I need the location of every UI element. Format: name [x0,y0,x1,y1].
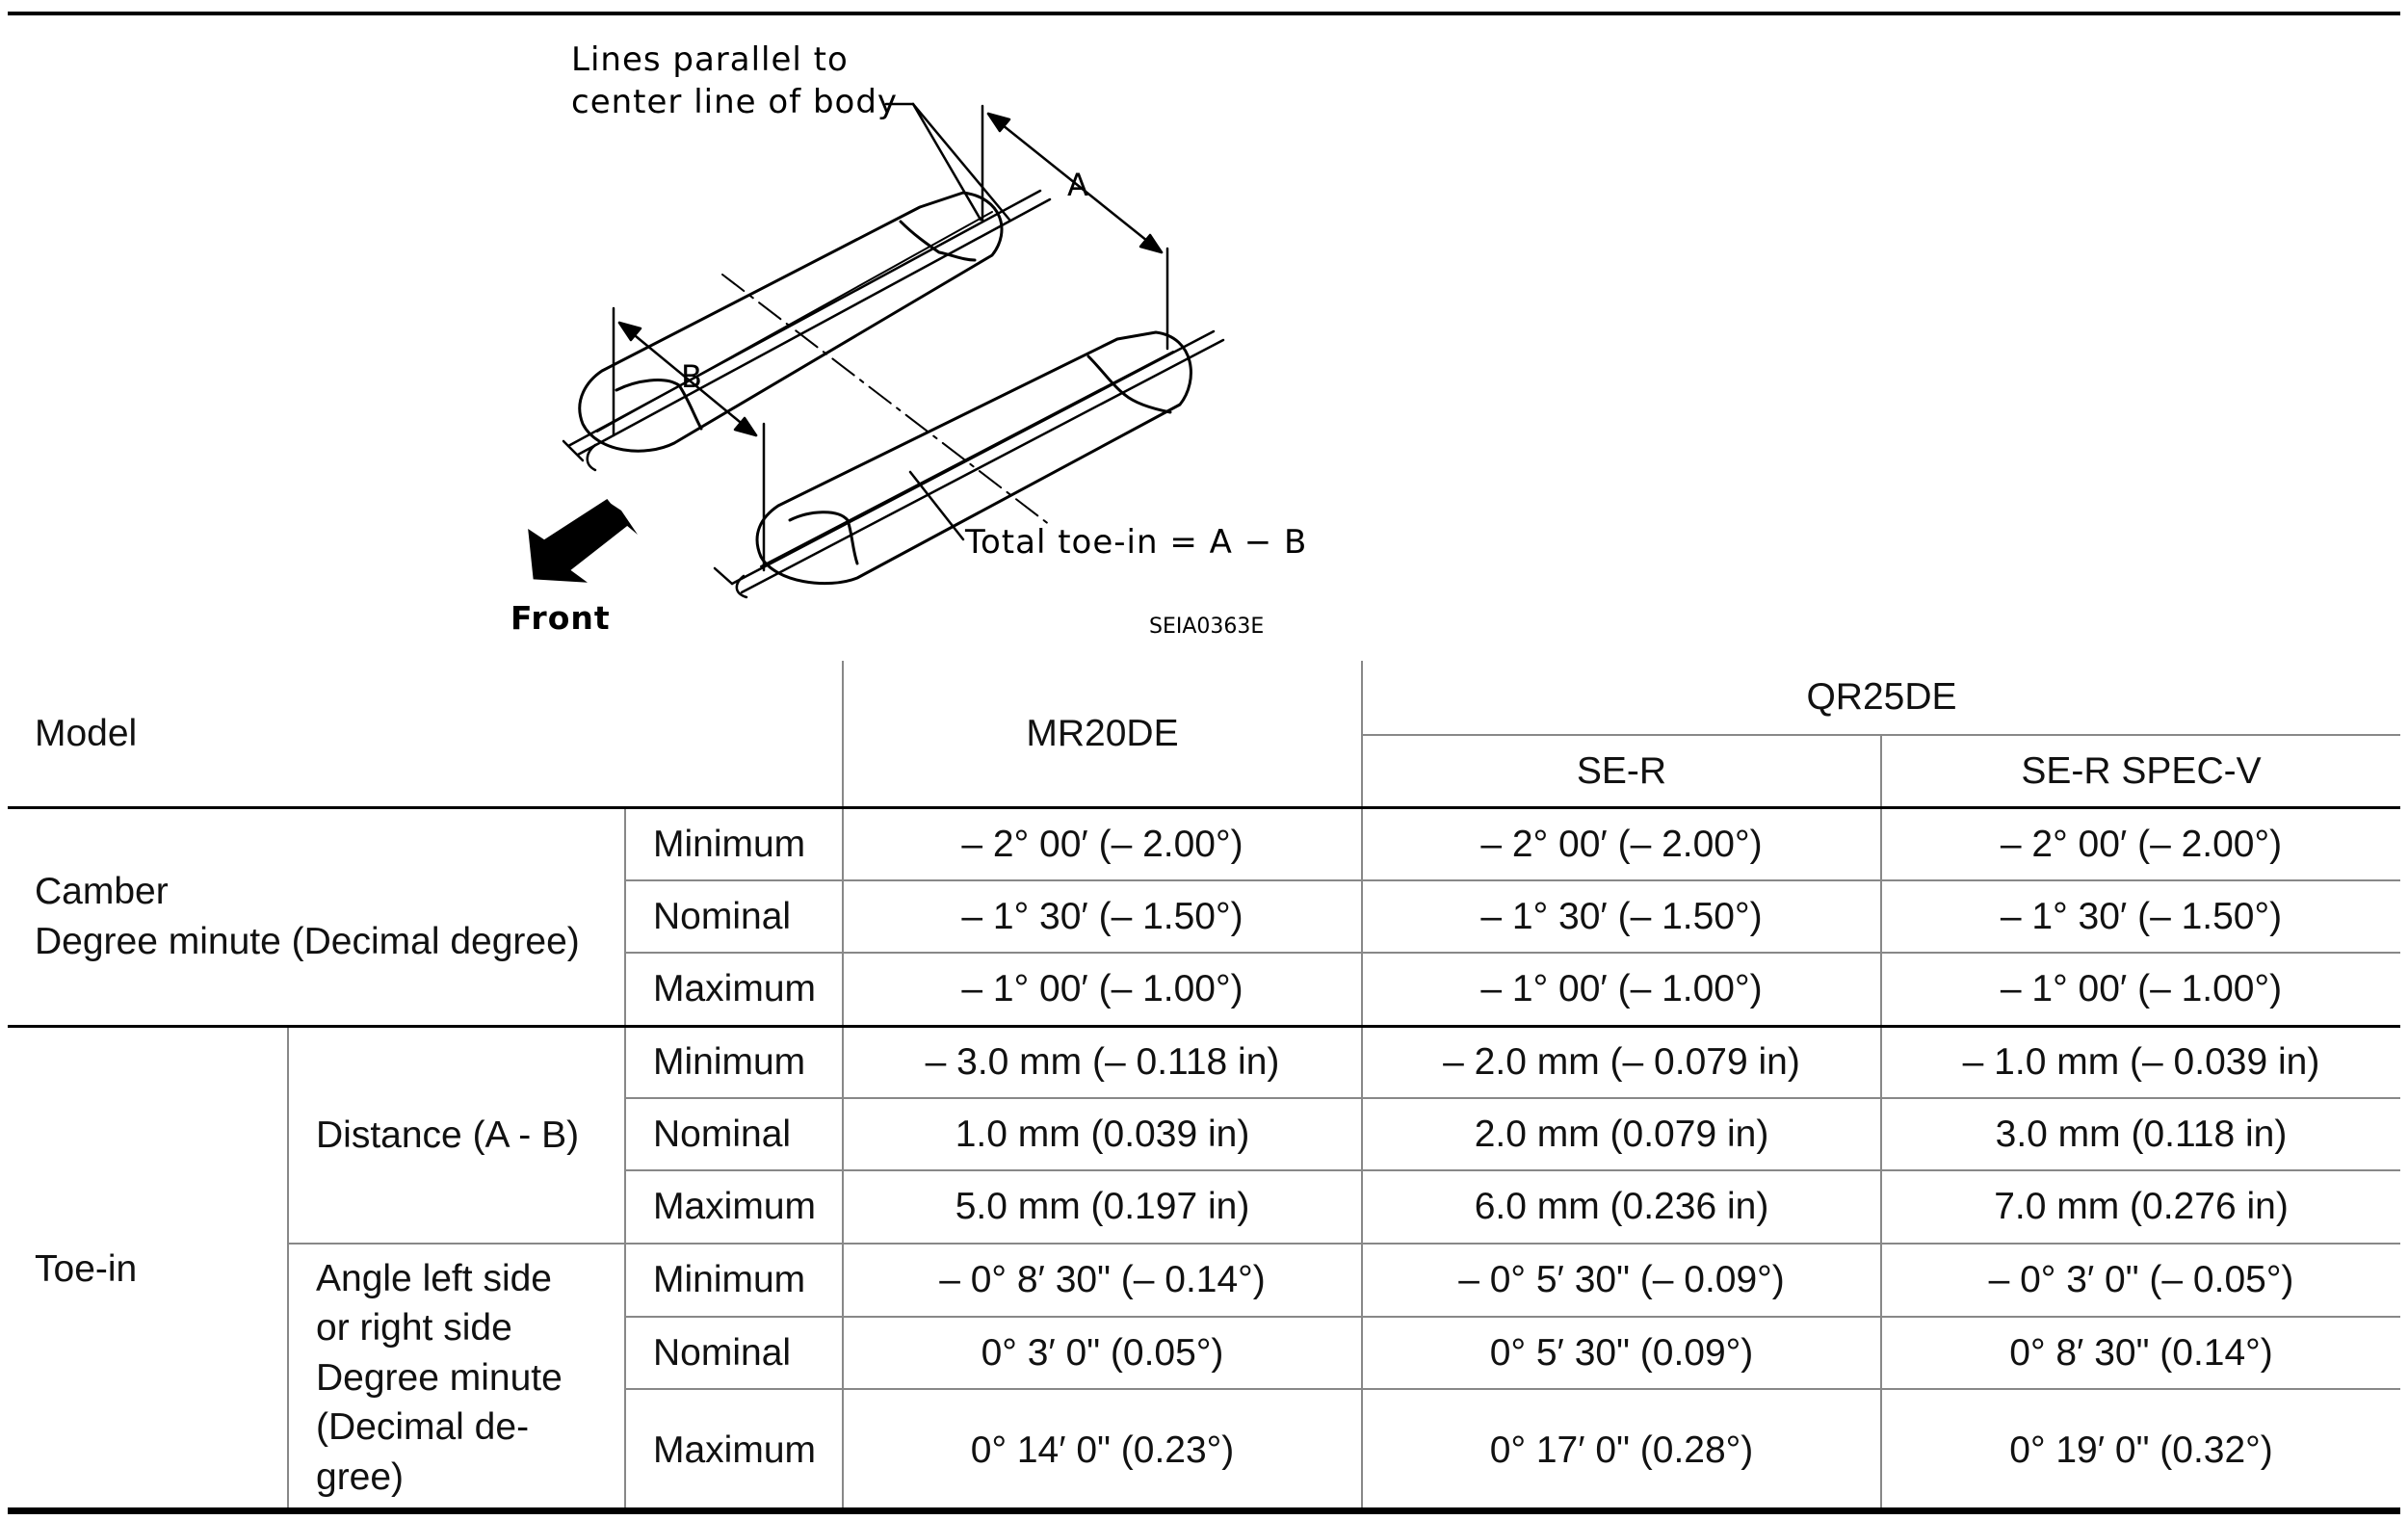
row-label: Maximum [625,952,844,1027]
row-label: Nominal [625,1316,844,1390]
value-cell: 7.0 mm (0.276 in) [1880,1169,2400,1245]
subheader-row: SE-R SE-R SPEC-V [8,734,2400,808]
qr25de-header: QR25DE [1361,661,2400,736]
row-label: Minimum [624,1024,844,1099]
value-cell: 2.0 mm (0.079 in) [1361,1097,1882,1171]
camber-maximum-row: Maximum – 1° 00′ (– 1.00°) – 1° 00′ (– 1… [8,952,2400,1027]
parallel-lines-label-line1: Lines parallel to [571,40,849,79]
parallel-leader [884,102,1011,222]
se-r-header: SE-R [1362,734,1882,808]
front-arrow [528,499,629,583]
value-cell: – 1° 00′ (– 1.00°) [1880,952,2400,1027]
total-toe-in-label: Total toe-in = A − B [965,523,1308,562]
value-cell: 0° 14′ 0" (0.23°) [842,1388,1363,1513]
value-cell: 6.0 mm (0.236 in) [1361,1169,1882,1245]
mr20de-header: MR20DE [842,661,1363,808]
value-cell: 0° 19′ 0" (0.32°) [1880,1388,2400,1513]
dimension-b [617,321,758,437]
angle-label-line: Degree minute [316,1356,563,1399]
value-cell: – 1° 30′ (– 1.50°) [1361,879,1882,954]
value-cell: – 1° 30′ (– 1.50°) [842,879,1363,954]
toe-angle-maximum-row: Maximum 0° 14′ 0" (0.23°) 0° 17′ 0" (0.2… [8,1388,2400,1513]
rotation-arrows [562,439,748,599]
se-r-specv-header: SE-R SPEC-V [1880,734,2400,808]
row-label: Minimum [624,1243,844,1318]
value-cell: – 2.0 mm (– 0.079 in) [1361,1024,1882,1099]
model-header: Model [8,661,844,808]
figure-code: SEIA0363E [1149,615,1265,639]
angle-label-line: (Decimal de- [316,1406,530,1449]
front-label: Front [510,599,611,637]
value-cell: – 1.0 mm (– 0.039 in) [1880,1024,2400,1099]
dimension-b-label: B [681,358,703,395]
camber-label-line2: Degree minute (Decimal degree) [35,920,580,962]
value-cell: – 1° 00′ (– 1.00°) [1361,952,1882,1027]
row-label: Nominal [625,879,844,954]
reference-verticals [612,104,1169,572]
parallel-lines-label-line2: center line of body [571,83,899,121]
dimension-a [986,112,1164,254]
camber-nominal-row: Nominal – 1° 30′ (– 1.50°) – 1° 30′ (– 1… [8,879,2400,954]
tire-center-lines [596,211,1174,567]
camber-label: Camber Degree minute (Decimal degree) [8,805,626,1027]
row-label: Nominal [625,1097,844,1171]
value-cell: – 1° 00′ (– 1.00°) [842,952,1363,1027]
distance-label: Distance (A - B) [287,1024,626,1245]
value-cell: 0° 5′ 30" (0.09°) [1361,1316,1882,1390]
dimension-a-label: A [1067,167,1089,203]
value-cell: – 2° 00′ (– 2.00°) [842,805,1363,881]
angle-label: Angle left side or right side Degree min… [288,1243,626,1513]
camber-label-line1: Camber [35,871,169,913]
axle-line [721,274,1051,526]
value-cell: 0° 8′ 30" (0.14°) [1880,1316,2400,1390]
value-cell: – 3.0 mm (– 0.118 in) [842,1024,1363,1099]
toe-angle-minimum-row: Angle left side or right side Degree min… [8,1243,2400,1513]
top-rule [8,12,2400,15]
value-cell: – 2° 00′ (– 2.00°) [1880,805,2400,881]
value-cell: 5.0 mm (0.197 in) [842,1169,1363,1245]
total-leader [908,470,965,541]
value-cell: – 0° 3′ 0" (– 0.05°) [1880,1243,2400,1318]
toe-in-diagram: Lines parallel to center line of body A … [0,0,2408,665]
angle-label-line: Angle left side [316,1257,552,1299]
row-label: Minimum [624,805,844,881]
value-cell: 0° 3′ 0" (0.05°) [842,1316,1363,1390]
upper-tire [578,191,1004,453]
angle-label-line: or right side [316,1307,512,1350]
value-cell: – 0° 8′ 30" (– 0.14°) [842,1243,1363,1318]
row-label: Maximum [625,1169,844,1245]
angle-label-line: gree) [316,1455,405,1498]
toe-distance-nominal-row: Nominal 1.0 mm (0.039 in) 2.0 mm (0.079 … [8,1097,2400,1171]
value-cell: 3.0 mm (0.118 in) [1880,1097,2400,1171]
lower-tire [755,330,1192,586]
header-row: Model MR20DE QR25DE [8,661,2400,808]
row-label: Maximum [625,1388,844,1513]
value-cell: – 2° 00′ (– 2.00°) [1361,805,1882,881]
wheel-alignment-spec-table: Model MR20DE QR25DE SE-R SE-R SPEC-V Cam… [8,661,2400,1513]
camber-minimum-row: Camber Degree minute (Decimal degree) Mi… [8,805,2400,1027]
wheel-alignment-drawing [528,102,1225,599]
value-cell: – 1° 30′ (– 1.50°) [1880,879,2400,954]
value-cell: – 0° 5′ 30" (– 0.09°) [1361,1243,1882,1318]
toe-distance-maximum-row: Maximum 5.0 mm (0.197 in) 6.0 mm (0.236 … [8,1169,2400,1245]
value-cell: 0° 17′ 0" (0.28°) [1361,1388,1882,1513]
toe-angle-nominal-row: Nominal 0° 3′ 0" (0.05°) 0° 5′ 30" (0.09… [8,1316,2400,1390]
toe-distance-minimum-row: Toe-in Distance (A - B) Minimum – 3.0 mm… [8,1024,2400,1513]
bottom-rule [8,1507,2400,1514]
value-cell: 1.0 mm (0.039 in) [842,1097,1363,1171]
toe-in-label: Toe-in [8,1024,289,1513]
